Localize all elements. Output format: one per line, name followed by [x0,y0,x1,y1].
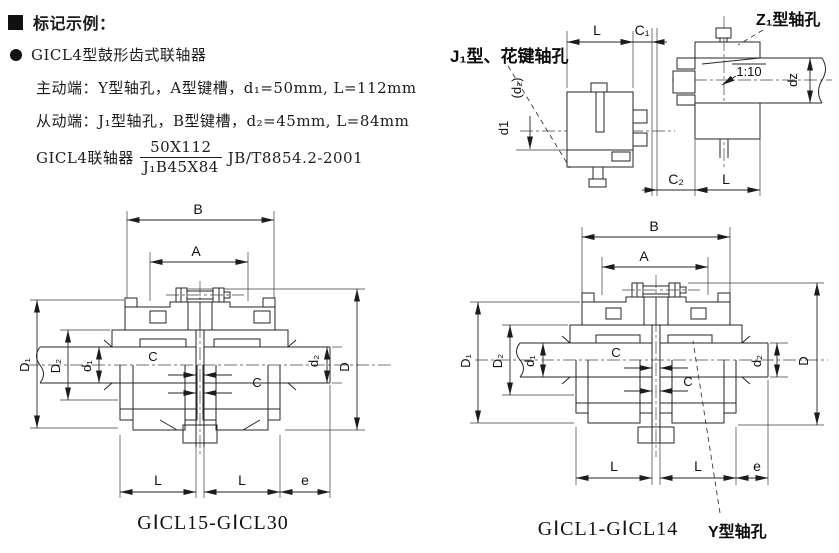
dim-label-C-right: C [252,375,261,390]
marking-example-block: 标记示例： GICL4型鼓形齿式联轴器 主动端：Y型轴孔，A型键槽，d₁=50m… [8,6,428,177]
dim-label-C-right: C [683,374,692,389]
j1-spline-hole-label: J₁型、花键轴孔 [450,46,569,66]
z1-hole-label: Z₁型轴孔 [756,10,820,29]
dim-label-C-left: C [611,345,620,360]
dim-label-d1: d1 [496,121,511,135]
fraction-denominator: J₁B45X84 [142,158,219,177]
y-hole-leader-line [692,340,721,514]
marking-heading: 标记示例： [33,14,116,33]
dim-label-L-right: L [694,458,702,474]
dim-label-L-top: L [593,22,601,38]
product-name: GICL4型鼓形齿式联轴器 [31,46,207,64]
driven-end-line: 从动端：J₁型轴孔，B型键槽，d₂=45mm, L=84mm [36,112,410,130]
dim-label-D2: D₂ [490,354,505,368]
j1-hub-section-view [507,65,675,188]
dim-label-d2: d₂ [306,355,321,367]
dim-label-L-bottom: L [722,171,730,187]
view-title-gicl1-14: GⅠCL1-GⅠCL14 [538,518,678,540]
dim-label-B: B [193,201,202,217]
z1-hub-section-view: 1:10 [672,16,832,170]
extension-lines [470,227,824,485]
drive-end-line: 主动端：Y型轴孔，A型键槽，d₁=50mm, L=112mm [36,79,417,97]
centerlines [475,275,828,457]
dim-label-A: A [191,243,201,259]
dim-label-C2: C₂ [668,171,684,187]
dim-label-D1: D₁ [17,358,32,372]
centerlines [26,281,394,457]
dim-label-D2: D₂ [48,359,63,373]
z1-dimensions: dz C₂ L [642,58,813,196]
dimension-labels: B A D₁ D₂ d₁ d₂ D C C L L e [17,201,352,488]
dim-label-d2: d₂ [749,355,764,367]
dim-label-d1: d₁ [79,360,94,372]
y-hole-label: Y型轴孔 [708,522,767,541]
extension-lines [30,211,365,498]
dimension-lines [34,217,360,495]
gicl1-14-coupling-drawing: B A D₁ D₂ d₁ d₂ D C C L L e GⅠCL1-GⅠCL14… [458,218,828,541]
fraction-numerator: 50X112 [139,138,222,159]
coupling-outline-parts [516,325,769,444]
dim-label-d2-paren: (d₂) [509,78,524,99]
standard-number: JB/T8854.2-2001 [227,148,364,167]
dim-label-dz: dz [785,73,800,87]
dim-label-C-left: C [148,349,157,364]
coupling-outline-parts [36,339,331,447]
dim-label-L-left: L [610,458,618,474]
dim-label-A: A [639,248,649,264]
designation-line: GICL4联轴器 50X112 J₁B45X84 JB/T8854.2-2001 [36,138,428,177]
dim-label-L-right: L [238,472,246,488]
view-title-gicl15-30: GⅠCL15-GⅠCL30 [137,512,288,534]
shaft-hole-type-views: L C₁ (d₂) d1 1:10 [450,10,832,196]
taper-ratio-label: 1:10 [736,64,761,79]
dimension-lines [475,234,820,481]
dim-label-d1: d₁ [522,355,537,367]
dimension-labels: B A D₁ D₂ d₁ d₂ D C C L L e [458,218,811,474]
circle-bullet-icon [10,48,22,61]
gicl15-30-coupling-drawing: B A D₁ D₂ d₁ d₂ D C C L L e GⅠCL15-GⅠCL3… [17,201,394,534]
designation-prefix: GICL4联轴器 [36,149,134,168]
dim-label-D: D [337,362,352,371]
j1-dimensions: L C₁ (d₂) d1 [496,22,667,151]
dim-label-D: D [796,356,811,365]
designation-fraction: 50X112 J₁B45X84 [139,138,222,177]
dim-label-C1: C₁ [635,22,650,38]
dim-label-D1: D₁ [458,354,473,368]
dim-label-L-left: L [154,472,162,488]
mating-face-lines [651,28,658,196]
coupling-sectioned-parts [111,287,289,348]
dim-label-e: e [301,472,309,488]
dim-label-B: B [649,218,658,234]
dim-label-e: e [753,458,761,474]
square-bullet-icon [8,14,23,30]
